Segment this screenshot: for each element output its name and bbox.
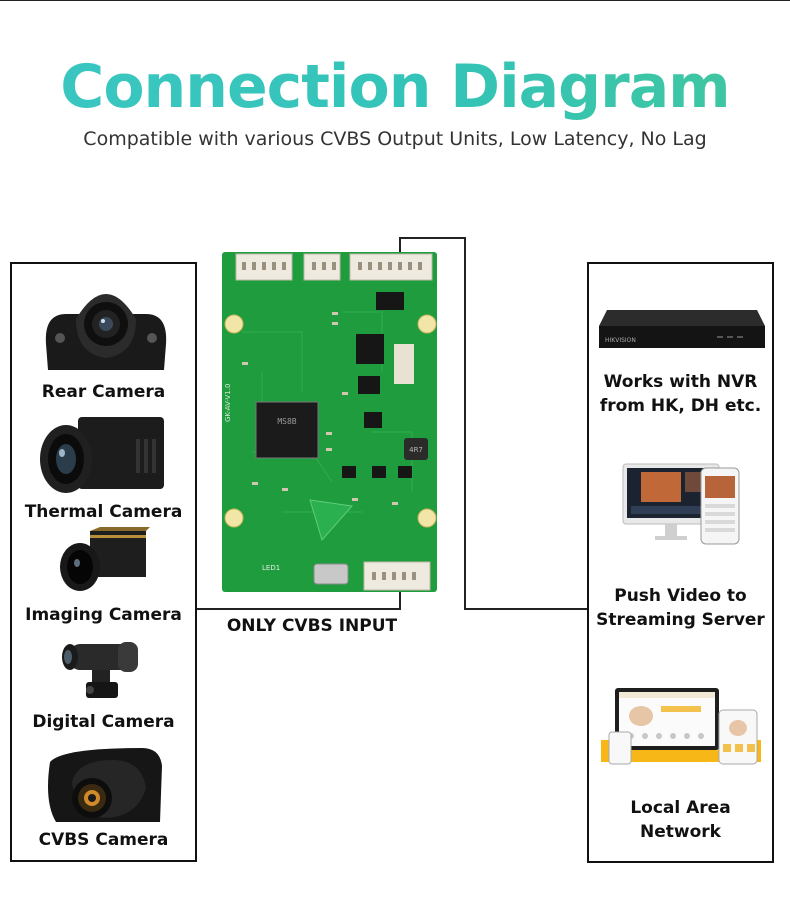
pcb-led-label: LED1 xyxy=(262,564,280,572)
streaming-devices-icon xyxy=(622,463,740,545)
output-label-streaming-line2: Streaming Server xyxy=(596,610,765,630)
thermal-camera-icon xyxy=(40,417,164,493)
input-label-rear-camera: Rear Camera xyxy=(41,382,166,402)
digital-camera-icon xyxy=(62,642,138,698)
connector-left-h xyxy=(193,608,400,610)
output-label-lan: Local Area Network xyxy=(630,798,731,842)
input-label-imaging-camera: Imaging Camera xyxy=(25,605,182,625)
connector-right-h xyxy=(464,608,588,610)
output-label-streaming-line1: Push Video to xyxy=(614,586,747,606)
top-border-line xyxy=(0,0,790,1)
input-devices-panel: Rear Camera Thermal Camera Imaging Camer… xyxy=(10,262,197,862)
connector-left-v xyxy=(399,590,401,610)
input-label-thermal-camera: Thermal Camera xyxy=(24,502,183,522)
imaging-camera-icon xyxy=(60,527,150,591)
pcb-silkscreen-text: GK-AV-V1.0 xyxy=(224,384,232,422)
output-label-nvr-line1: Works with NVR xyxy=(603,372,758,392)
board-label: ONLY CVBS INPUT xyxy=(226,616,398,636)
output-label-nvr-line2: from HK, DH etc. xyxy=(599,396,762,416)
output-targets-panel: HIKVISION Works with NVR from HK, DH etc… xyxy=(587,262,774,863)
pcb-inductor-label: 4R7 xyxy=(409,446,423,454)
cvbs-camera-icon xyxy=(48,748,162,822)
cvbs-input-pcb-board: MS8B 4R7 GK-AV-V1.0 LED1 xyxy=(222,252,437,592)
input-label-digital-camera: Digital Camera xyxy=(32,712,175,732)
pcb-chip-text: MS8B xyxy=(277,417,296,426)
page-title: Connection Diagram xyxy=(0,52,790,122)
nvr-brand-label: HIKVISION xyxy=(605,337,636,344)
lan-devices-icon xyxy=(601,688,761,765)
rear-camera-icon xyxy=(45,294,167,370)
connector-top-v xyxy=(399,237,401,254)
page-subtitle: Compatible with various CVBS Output Unit… xyxy=(83,128,707,150)
connector-right-v xyxy=(464,237,466,610)
nvr-icon: HIKVISION xyxy=(599,310,765,348)
connector-top-h xyxy=(399,237,465,239)
input-label-cvbs-camera: CVBS Camera xyxy=(38,830,169,850)
